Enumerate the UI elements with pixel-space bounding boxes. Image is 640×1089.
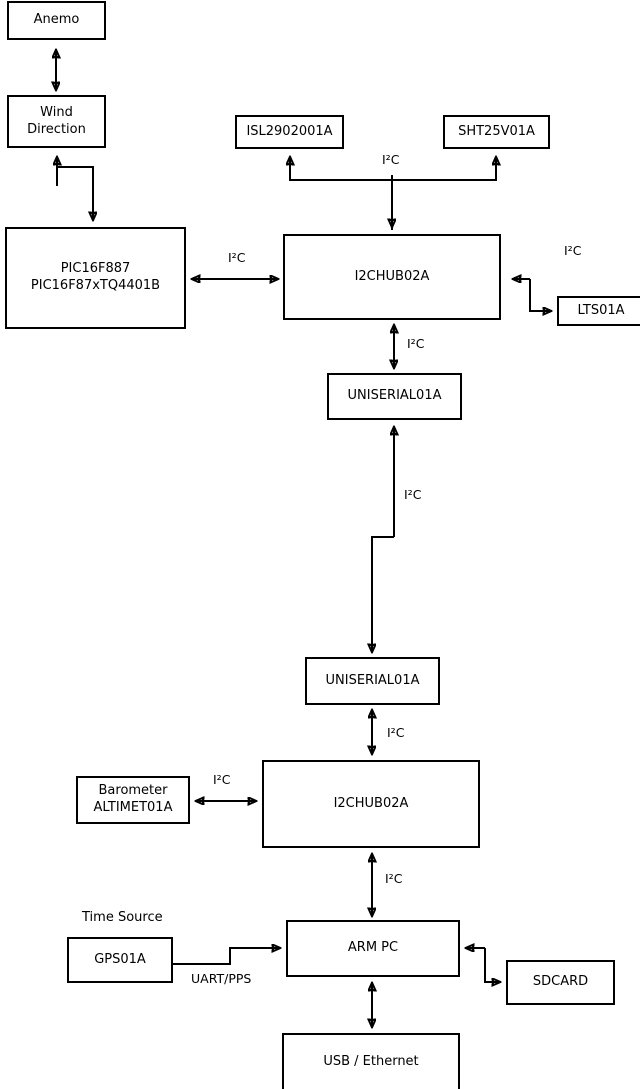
edge-label-uart-pps: UART/PPS: [191, 971, 252, 986]
edge-label-i2c-sensors-top: I²C: [382, 152, 400, 167]
node-isl2902001a[interactable]: ISL2902001A: [235, 115, 344, 149]
edge-armpc-sdcard: [466, 948, 500, 982]
edge-label-i2c-hub-lts: I²C: [564, 243, 582, 258]
edge-label-i2c-barometer-hub: I²C: [213, 772, 231, 787]
label-time-source: Time Source: [82, 910, 163, 925]
node-sht25v01a[interactable]: SHT25V01A: [443, 115, 550, 149]
node-i2chub02a-bottom[interactable]: I2CHUB02A: [262, 760, 480, 848]
edge-pic-wind: [57, 157, 93, 220]
edge-label-i2c-uniserial-link: I²C: [404, 487, 422, 502]
edge-hubtop-lts: [513, 279, 551, 311]
edge-label-i2c-uniserial-hub: I²C: [387, 725, 405, 740]
edge-label-i2c-hub-armpc: I²C: [385, 871, 403, 886]
node-usb-ethernet[interactable]: USB / Ethernet: [282, 1033, 460, 1089]
node-arm-pc[interactable]: ARM PC: [286, 920, 460, 977]
node-anemo[interactable]: Anemo: [7, 1, 106, 40]
node-lts01a[interactable]: LTS01A: [557, 296, 640, 326]
node-gps01a[interactable]: GPS01A: [67, 937, 173, 983]
node-uniserial01a-bottom[interactable]: UNISERIAL01A: [305, 657, 440, 705]
node-sdcard[interactable]: SDCARD: [506, 960, 615, 1005]
edge-gps-armpc: [173, 948, 280, 965]
node-uniserial01a-top[interactable]: UNISERIAL01A: [327, 373, 462, 420]
node-barometer[interactable]: Barometer ALTIMET01A: [76, 776, 190, 824]
edge-hubtop-sensors: [290, 157, 496, 230]
node-i2chub02a-top[interactable]: I2CHUB02A: [283, 234, 501, 320]
node-wind-direction[interactable]: Wind Direction: [7, 95, 106, 148]
node-pic-mcu[interactable]: PIC16F887 PIC16F87xTQ4401B: [5, 227, 186, 329]
edge-label-i2c-pic-hub: I²C: [228, 250, 246, 265]
edge-label-i2c-hub-uniserial: I²C: [407, 336, 425, 351]
edge-uniserial-link: [372, 427, 394, 652]
